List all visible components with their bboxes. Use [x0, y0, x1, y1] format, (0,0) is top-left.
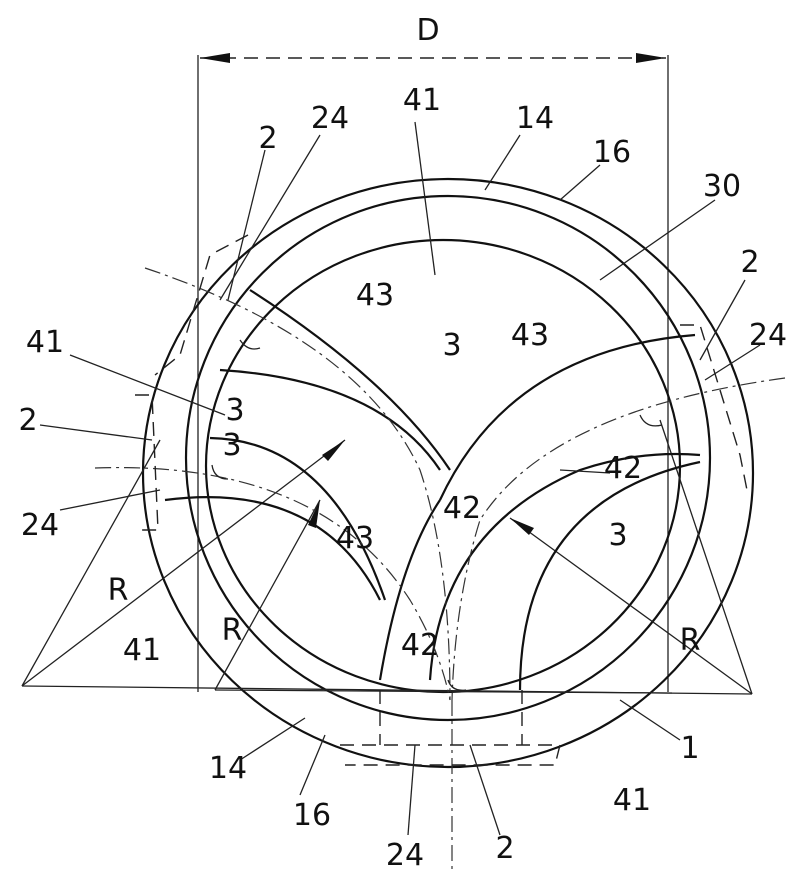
centerline-left-middle: [94, 466, 451, 701]
center-lines: [94, 267, 786, 870]
leader-14-bottom: [239, 717, 306, 761]
arrow-r-left-lower: [308, 500, 320, 528]
label-1: 1: [680, 731, 699, 766]
label-24-upper-left: 24: [311, 101, 349, 136]
label-3-left-lower: 3: [222, 428, 241, 463]
channel-upper-right-outer: [439, 333, 696, 501]
label-41-left: 41: [26, 325, 64, 360]
label-14-top: 14: [516, 101, 554, 136]
label-2-upper-left: 2: [258, 121, 277, 156]
channel-upper-left-inner: [219, 368, 441, 471]
radius-line-left-upper: [21, 439, 346, 687]
label-42-right: 42: [604, 451, 642, 486]
right-angle-marks: [211, 339, 663, 691]
label-2-bottom: 2: [495, 831, 514, 866]
leader-24-right: [704, 344, 761, 381]
label-16-bottom: 16: [293, 798, 331, 833]
dimension-arrow-right: [636, 53, 666, 63]
right-angle-bottom: [447, 679, 467, 691]
curved-channels: [164, 289, 701, 691]
leader-42-right: [559, 469, 611, 474]
leader-24-upper-left: [219, 134, 321, 301]
label-14-bottom: 14: [209, 751, 247, 786]
radius-line-left-lower: [214, 499, 321, 691]
label-3-left-upper: 3: [225, 393, 244, 428]
leader-30: [599, 199, 716, 281]
channel-center-left: [378, 499, 441, 681]
label-24-right: 24: [749, 318, 787, 353]
label-3-right: 3: [608, 518, 627, 553]
outer-ring-outline: [141, 177, 755, 769]
label-41-lower-left: 41: [123, 633, 161, 668]
label-3-center: 3: [442, 328, 461, 363]
channel-center-right: [428, 452, 701, 681]
right-angle-upper-left: [239, 339, 261, 350]
label-43-lower: 43: [336, 521, 374, 556]
insert-left-dash: [135, 394, 159, 531]
radius-line-right-outer: [659, 419, 753, 695]
channel-upper-left-outer: [249, 289, 451, 471]
leader-lines: [39, 121, 761, 836]
label-16-top: 16: [593, 135, 631, 170]
dimension-arrow-left: [200, 53, 230, 63]
leader-2-left: [39, 424, 153, 441]
arrow-r-left-upper: [322, 440, 345, 461]
label-43-right: 43: [511, 318, 549, 353]
label-43-upper: 43: [356, 278, 394, 313]
channel-middle-left-upper: [209, 436, 387, 601]
base-line-inner: [214, 689, 673, 694]
label-2-left: 2: [18, 403, 37, 438]
channel-lower-right: [518, 460, 701, 691]
centerline-right: [451, 377, 786, 701]
leader-41-left: [69, 354, 226, 416]
leader-24-bottom: [407, 744, 416, 836]
right-angle-left: [211, 464, 229, 480]
dimension-d: [197, 53, 669, 692]
insert-bottom-dash: [340, 744, 561, 766]
label-24-left: 24: [21, 508, 59, 543]
label-r-left: R: [108, 573, 129, 608]
label-24-bottom: 24: [386, 838, 424, 873]
reference-labels: D 2 24 41 14 16 30 2 24 43 3 43 41 3 2 3…: [18, 13, 787, 873]
leader-24-left: [59, 489, 161, 511]
leader-2-upper-left: [227, 149, 266, 301]
leader-2-bottom: [469, 744, 501, 836]
label-42-center: 42: [443, 491, 481, 526]
label-30: 30: [703, 169, 741, 204]
leader-1: [619, 699, 681, 741]
label-41-top: 41: [403, 83, 441, 118]
label-r-left-lower: R: [222, 613, 243, 648]
leader-16-bottom: [299, 734, 326, 796]
leader-14-top: [484, 134, 521, 191]
centerline-left-upper: [144, 267, 451, 701]
insert-outlines: [135, 234, 749, 766]
leader-41-top: [414, 121, 436, 276]
radius-line-right: [509, 517, 753, 695]
label-41-bottom-right: 41: [613, 783, 651, 818]
channel-middle-left-lower: [164, 496, 381, 601]
label-42-lower: 42: [401, 628, 439, 663]
insert-upper-left-dash: [154, 234, 249, 376]
ring-30-outline: [184, 194, 712, 722]
insert-right-dash: [680, 324, 749, 496]
label-2-right: 2: [740, 245, 759, 280]
leader-16-top: [559, 164, 601, 201]
label-d: D: [416, 13, 439, 48]
radius-line-left-outer: [21, 439, 161, 687]
arrow-r-right: [510, 518, 534, 535]
right-angle-right: [639, 414, 663, 427]
leader-2-right: [699, 279, 746, 361]
radius-construction-lines: [21, 419, 753, 695]
label-r-right: R: [680, 623, 701, 658]
